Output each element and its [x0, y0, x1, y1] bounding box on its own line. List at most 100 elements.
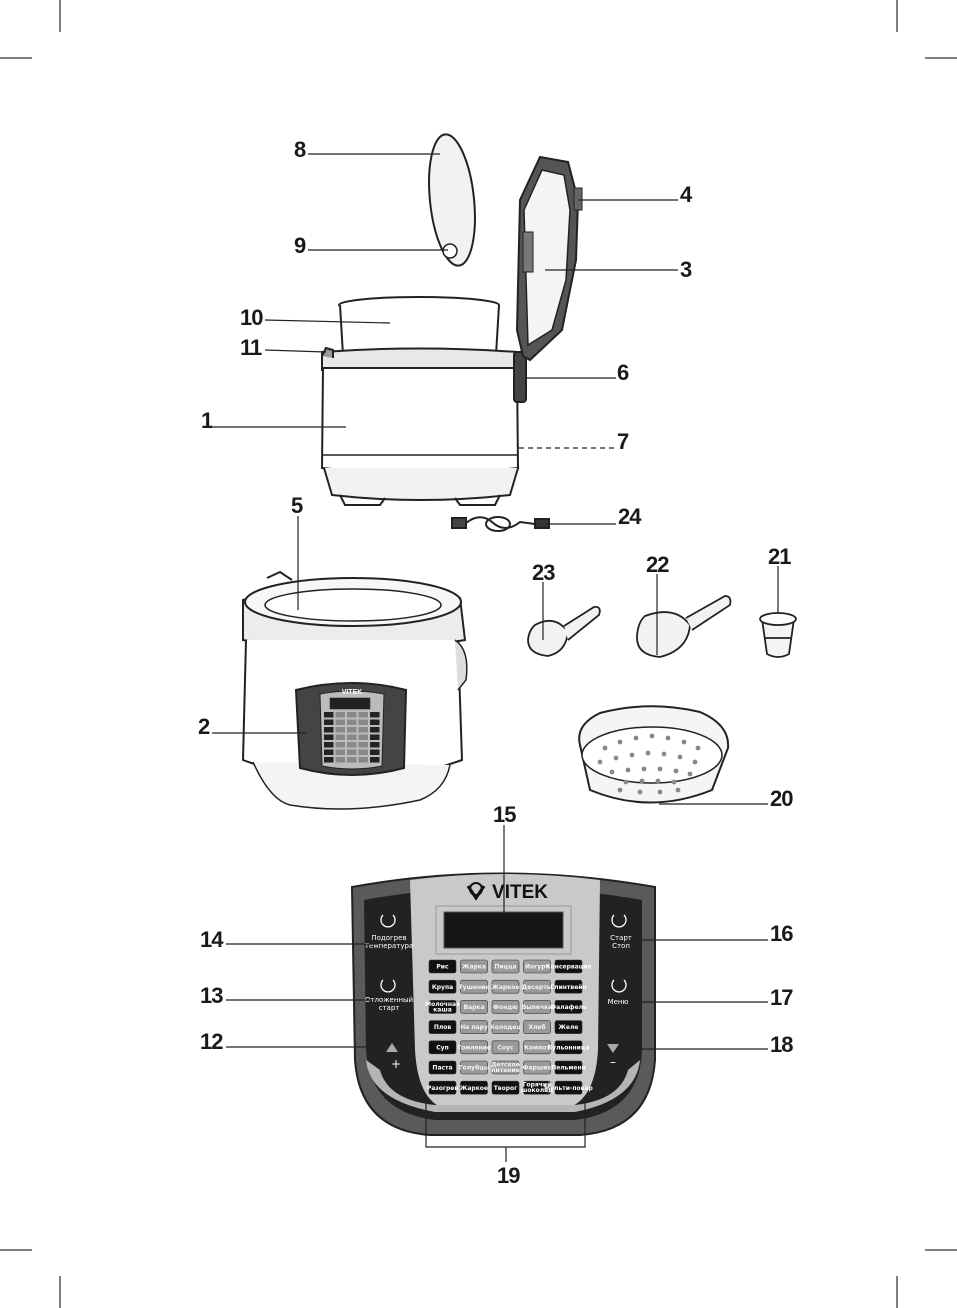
- program-button[interactable]: Жаркое: [492, 979, 520, 994]
- program-button-label: Варка: [463, 1004, 484, 1011]
- program-button-label: Глинтвейн: [550, 984, 586, 991]
- program-button[interactable]: Варка: [460, 1000, 488, 1014]
- spoon: [527, 606, 601, 657]
- heat-temp-label-2: Температура: [364, 942, 413, 950]
- program-button[interactable]: Хлеб: [523, 1020, 551, 1034]
- program-button[interactable]: Йогурт: [523, 959, 551, 974]
- program-button[interactable]: Фондю: [491, 1000, 520, 1014]
- program-button-label: Жаркое: [492, 984, 520, 991]
- program-button-label: Пельмени: [551, 1065, 586, 1072]
- program-button[interactable]: Глинтвейн: [550, 979, 587, 994]
- steamer-hole: [641, 766, 647, 772]
- callout-5: 5: [291, 493, 303, 518]
- program-button-label: Холодец: [490, 1024, 521, 1031]
- mini-button: [335, 727, 345, 733]
- steamer-basket: [578, 705, 730, 804]
- mini-button: [358, 727, 368, 733]
- steamer-hole: [677, 754, 683, 760]
- steamer-hole: [655, 778, 661, 784]
- program-button-label: Мульти-повар: [544, 1085, 593, 1092]
- mini-button: [347, 757, 357, 763]
- program-button[interactable]: Суп: [428, 1040, 457, 1055]
- program-button-label: На пару: [460, 1024, 488, 1031]
- callout-15: 15: [493, 802, 516, 827]
- mini-button: [358, 719, 368, 725]
- mini-button: [324, 712, 334, 718]
- program-button[interactable]: Крупа: [428, 979, 457, 994]
- callout-7: 7: [617, 429, 629, 454]
- inner-lid: [428, 133, 476, 267]
- mini-button: [370, 734, 380, 740]
- program-button[interactable]: Бульонница: [548, 1040, 590, 1055]
- program-button[interactable]: Выпечка: [522, 1000, 552, 1014]
- program-button[interactable]: Паста: [428, 1060, 457, 1075]
- program-button-label: Фалафель: [550, 1004, 587, 1011]
- steamer-hole: [681, 739, 687, 745]
- program-button[interactable]: Фаршик: [523, 1060, 552, 1075]
- program-button[interactable]: Плов: [428, 1020, 457, 1034]
- callout-12: 12: [200, 1029, 223, 1054]
- mini-button: [324, 719, 334, 725]
- leader-lines: [212, 153, 779, 1050]
- assembled-cooker: [241, 570, 468, 810]
- mini-button: [347, 749, 357, 755]
- program-button-label: Жарка: [462, 964, 486, 971]
- program-button[interactable]: Тушение: [459, 979, 490, 994]
- callout-8: 8: [294, 137, 306, 162]
- steamer-hole: [617, 787, 623, 793]
- program-button[interactable]: Творог: [491, 1080, 520, 1095]
- steamer-hole: [625, 767, 631, 773]
- program-button[interactable]: Томление: [457, 1040, 491, 1055]
- program-button-label: Тушение: [459, 984, 490, 991]
- callout-13: 13: [200, 983, 223, 1008]
- mini-button: [347, 719, 357, 725]
- program-button[interactable]: Холодец: [490, 1020, 521, 1034]
- program-button[interactable]: Компот: [523, 1040, 551, 1055]
- mini-button: [370, 719, 380, 725]
- program-button-label: Разогрев: [427, 1085, 459, 1092]
- callout-22: 22: [646, 552, 669, 577]
- mini-button: [358, 712, 368, 718]
- steamer-hole: [657, 789, 663, 795]
- program-button-label: Фаршик: [523, 1065, 552, 1072]
- callout-24: 24: [618, 504, 642, 529]
- steamer-hole: [602, 745, 608, 751]
- program-button-label: Пицца: [494, 964, 516, 971]
- program-button[interactable]: На пару: [460, 1020, 488, 1034]
- callout-1: 1: [201, 408, 213, 433]
- steamer-hole: [639, 778, 645, 784]
- program-button[interactable]: Десерты: [522, 979, 552, 994]
- program-button[interactable]: Консервация: [546, 959, 592, 974]
- steamer-holes: [597, 733, 701, 795]
- program-button-label: Рис: [436, 964, 449, 971]
- program-button[interactable]: Жаркое: [460, 1080, 488, 1095]
- callout-23: 23: [532, 560, 555, 585]
- steamer-hole: [665, 735, 671, 741]
- program-button[interactable]: Пельмени: [551, 1060, 586, 1075]
- program-button[interactable]: Разогрев: [427, 1080, 459, 1095]
- program-button[interactable]: Пицца: [491, 959, 520, 974]
- mini-button: [347, 712, 357, 718]
- bracket-19: [425, 1097, 586, 1162]
- start-stop-label-2: Стоп: [612, 942, 630, 950]
- mini-button: [335, 749, 345, 755]
- program-button[interactable]: Рис: [428, 959, 457, 974]
- program-button[interactable]: Желе: [554, 1020, 583, 1034]
- program-button[interactable]: Жарка: [460, 959, 488, 974]
- ladle: [636, 595, 732, 658]
- program-button[interactable]: Мульти-повар: [544, 1080, 594, 1095]
- callout-19: 19: [497, 1163, 520, 1188]
- mini-button: [347, 727, 357, 733]
- program-button[interactable]: Соус: [491, 1040, 520, 1055]
- program-button[interactable]: Голубцы: [459, 1060, 489, 1075]
- mini-button: [370, 742, 380, 748]
- mini-button: [347, 734, 357, 740]
- steamer-hole: [687, 771, 693, 777]
- steamer-hole: [661, 751, 667, 757]
- program-button[interactable]: Фалафель: [550, 1000, 587, 1014]
- mini-button: [358, 749, 368, 755]
- minus-label: –: [610, 1055, 616, 1069]
